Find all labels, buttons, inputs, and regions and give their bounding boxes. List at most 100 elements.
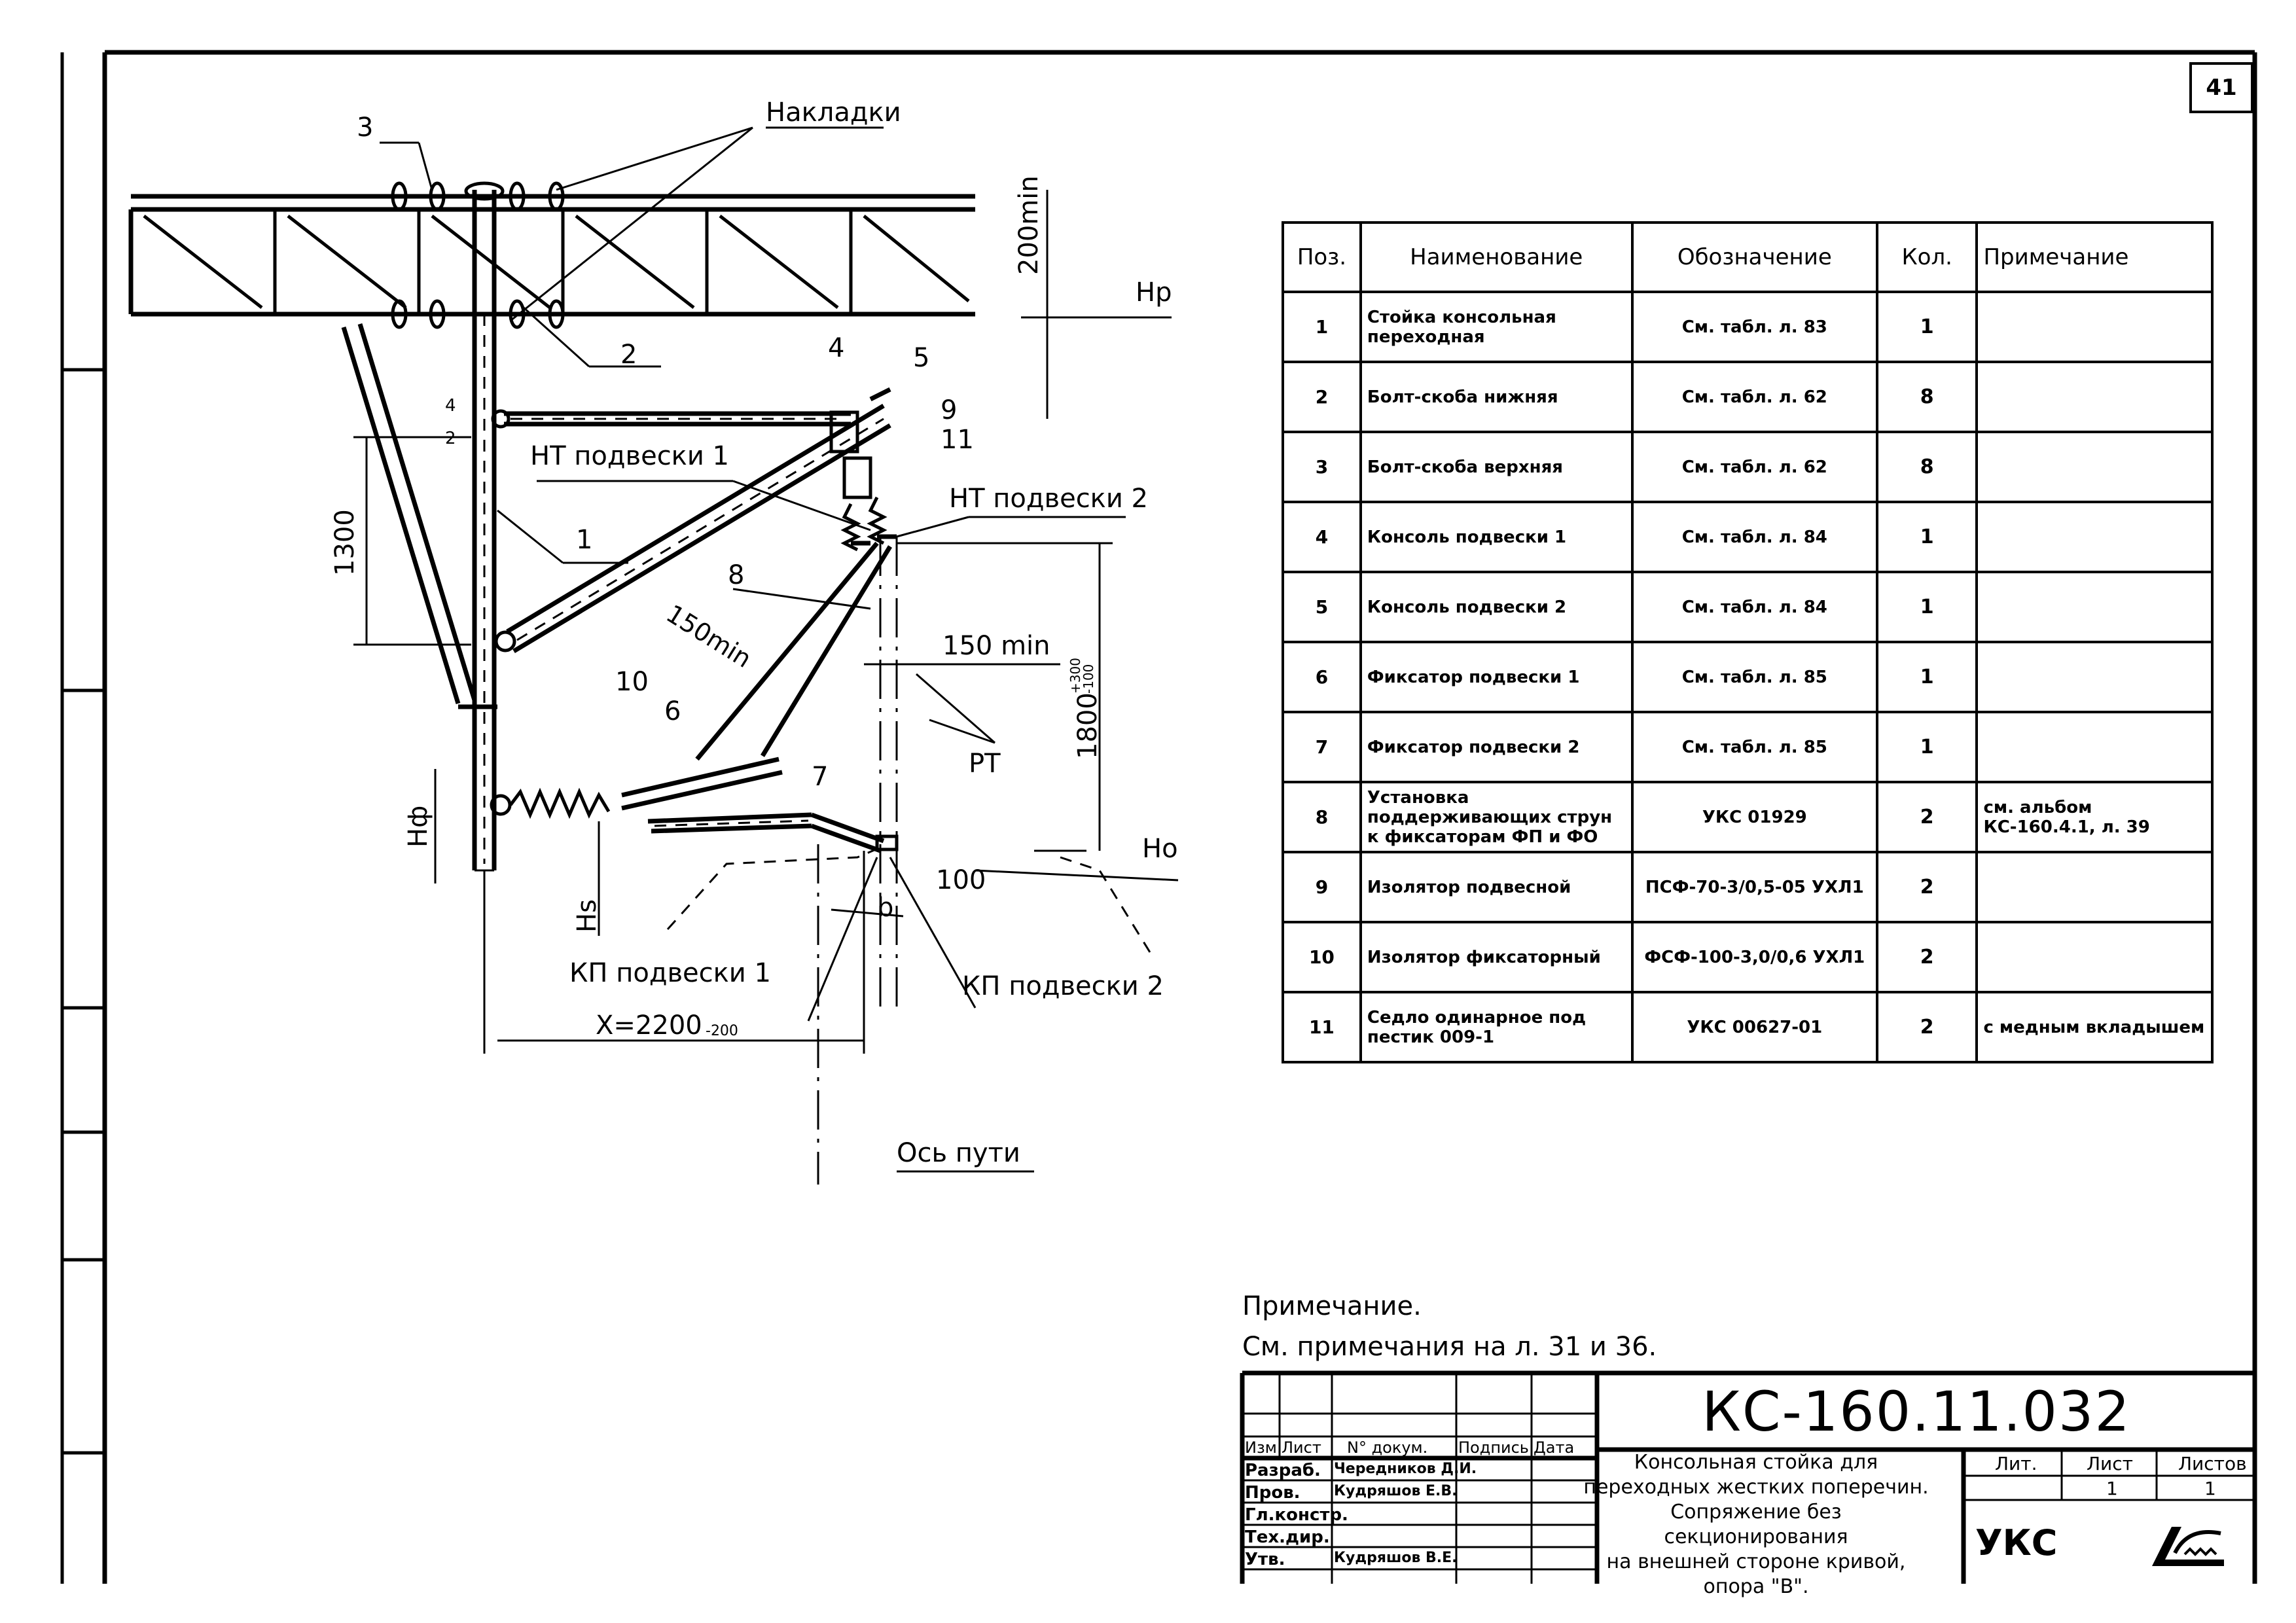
cell-note bbox=[1975, 921, 2214, 993]
tb-header-date: Дата bbox=[1534, 1438, 1575, 1457]
support-strings bbox=[695, 541, 892, 761]
sheet-frame bbox=[60, 50, 2257, 1584]
cell-pos: 7 bbox=[1282, 711, 1362, 783]
cell-name: Консоль подвески 2 bbox=[1359, 571, 1634, 643]
dim-150min: 150 min bbox=[942, 631, 1050, 661]
cell-designation: См. табл. л. 84 bbox=[1630, 571, 1879, 643]
dim-100: 100 bbox=[936, 865, 986, 895]
description-line: на внешней стороне кривой, bbox=[1606, 1550, 1906, 1573]
cell-name: Консоль подвески 1 bbox=[1359, 501, 1634, 573]
cell-pos: 4 bbox=[1282, 501, 1362, 573]
tb-role: Тех.дир. bbox=[1245, 1527, 1330, 1547]
cell-designation: См. табл. л. 85 bbox=[1630, 641, 1879, 713]
cell-qty: 1 bbox=[1876, 571, 1979, 643]
tb-sheet-value: 1 bbox=[2106, 1478, 2118, 1499]
drawing-code: КС-160.11.032 bbox=[1702, 1380, 2131, 1444]
tb-header-doc: N° докум. bbox=[1347, 1438, 1428, 1457]
fixators bbox=[490, 757, 899, 853]
col-header-name: Наименование bbox=[1359, 221, 1634, 293]
crossbar-truss bbox=[128, 194, 975, 317]
cell-name: Установка поддерживающих струн к фиксато… bbox=[1359, 781, 1634, 853]
pos-4: 4 bbox=[828, 333, 844, 363]
description-line: Консольная стойка для bbox=[1634, 1451, 1878, 1474]
pos-11: 11 bbox=[941, 425, 974, 455]
dim-200min: 200min bbox=[1014, 175, 1044, 275]
tb-role: Утв. bbox=[1245, 1550, 1285, 1569]
mark-2: 2 bbox=[445, 429, 456, 448]
cell-note bbox=[1975, 571, 2214, 643]
dim-1800-tol-up: +300 bbox=[1067, 658, 1083, 694]
cell-qty: 1 bbox=[1876, 711, 1979, 783]
cell-qty: 2 bbox=[1876, 991, 1979, 1063]
notes-block: Примечание. См. примечания на л. 31 и 36… bbox=[1242, 1286, 1657, 1367]
cell-pos: 8 bbox=[1282, 781, 1362, 853]
console-5 bbox=[494, 387, 891, 654]
pos-2: 2 bbox=[620, 340, 637, 370]
tb-person: Чередников Д.И. bbox=[1334, 1461, 1477, 1477]
cell-name: Седло одинарное под пестик 009-1 bbox=[1359, 991, 1634, 1063]
drawing-description: Консольная стойка для переходных жестких… bbox=[1583, 1450, 1929, 1599]
tb-stage-sheets: Листов bbox=[2178, 1453, 2247, 1474]
cell-qty: 2 bbox=[1876, 781, 1979, 853]
cell-qty: 2 bbox=[1876, 921, 1979, 993]
pos-5: 5 bbox=[913, 343, 929, 373]
strut bbox=[341, 323, 497, 709]
cell-pos: 6 bbox=[1282, 641, 1362, 713]
notes-title: Примечание. bbox=[1242, 1291, 1422, 1321]
cell-designation: ФСФ-100-3,0/0,6 УХЛ1 bbox=[1630, 921, 1879, 993]
cell-designation: УКС 00627-01 bbox=[1630, 991, 1879, 1063]
cell-note bbox=[1975, 361, 2214, 433]
cell-designation: См. табл. л. 62 bbox=[1630, 431, 1879, 503]
tb-header-izm: Изм. bbox=[1245, 1438, 1282, 1457]
tb-role: Гл.констр. bbox=[1245, 1505, 1348, 1525]
cell-name: Болт-скоба нижняя bbox=[1359, 361, 1634, 433]
tb-header-sign: Подпись bbox=[1458, 1438, 1529, 1457]
label-kp1: КП подвески 1 bbox=[569, 958, 771, 988]
pos-7: 7 bbox=[812, 762, 828, 792]
tb-person: Кудряшов В.Е. bbox=[1334, 1550, 1458, 1566]
label-nt2: НТ подвески 2 bbox=[949, 484, 1148, 514]
cell-designation: См. табл. л. 85 bbox=[1630, 711, 1879, 783]
suspension-insulators bbox=[829, 410, 897, 552]
cell-name: Фиксатор подвески 2 bbox=[1359, 711, 1634, 783]
cell-pos: 9 bbox=[1282, 851, 1362, 923]
description-line: переходных жестких поперечин. bbox=[1583, 1476, 1929, 1499]
cell-note: с медным вкладышем bbox=[1975, 991, 2214, 1063]
dim-b: b bbox=[877, 893, 893, 923]
dim-1800-tol-dn: -100 bbox=[1081, 664, 1096, 694]
sheet-number: 41 bbox=[2189, 62, 2253, 113]
leaders bbox=[380, 126, 1126, 1173]
drawing-labels: Накладки Hp Ho НТ подвески 1 НТ подвески… bbox=[330, 98, 1178, 1168]
tb-role: Разраб. bbox=[1245, 1461, 1321, 1480]
cell-note bbox=[1975, 641, 2214, 713]
track-geometry bbox=[666, 537, 1179, 1185]
cell-note bbox=[1975, 501, 2214, 573]
label-nt1: НТ подвески 1 bbox=[530, 441, 729, 471]
mark-4: 4 bbox=[445, 396, 456, 416]
label-nakladki: Накладки bbox=[766, 98, 901, 128]
cell-pos: 2 bbox=[1282, 361, 1362, 433]
label-rt: РТ bbox=[969, 749, 1001, 779]
organization: УКС bbox=[1975, 1522, 2058, 1563]
cell-qty: 1 bbox=[1876, 501, 1979, 573]
cell-qty: 1 bbox=[1876, 641, 1979, 713]
cell-name: Изолятор фиксаторный bbox=[1359, 921, 1634, 993]
cell-note bbox=[1975, 851, 2214, 923]
label-hf: Hф bbox=[403, 806, 433, 847]
cell-designation: См. табл. л. 62 bbox=[1630, 361, 1879, 433]
tb-sheets-value: 1 bbox=[2204, 1478, 2216, 1499]
tb-stage-lit: Лит. bbox=[1995, 1453, 2037, 1474]
dim-150min-diag: 150min bbox=[661, 599, 757, 673]
cell-note: см. альбом КС-160.4.1, л. 39 bbox=[1975, 781, 2214, 853]
cell-qty: 2 bbox=[1876, 851, 1979, 923]
title-block-grid bbox=[1240, 1370, 2255, 1584]
dim-x: X=2200 bbox=[596, 1010, 702, 1041]
pads bbox=[331, 181, 565, 329]
dim-1300: 1300 bbox=[330, 509, 360, 576]
label-axis: Ось пути bbox=[897, 1138, 1020, 1168]
cell-pos: 1 bbox=[1282, 291, 1362, 363]
